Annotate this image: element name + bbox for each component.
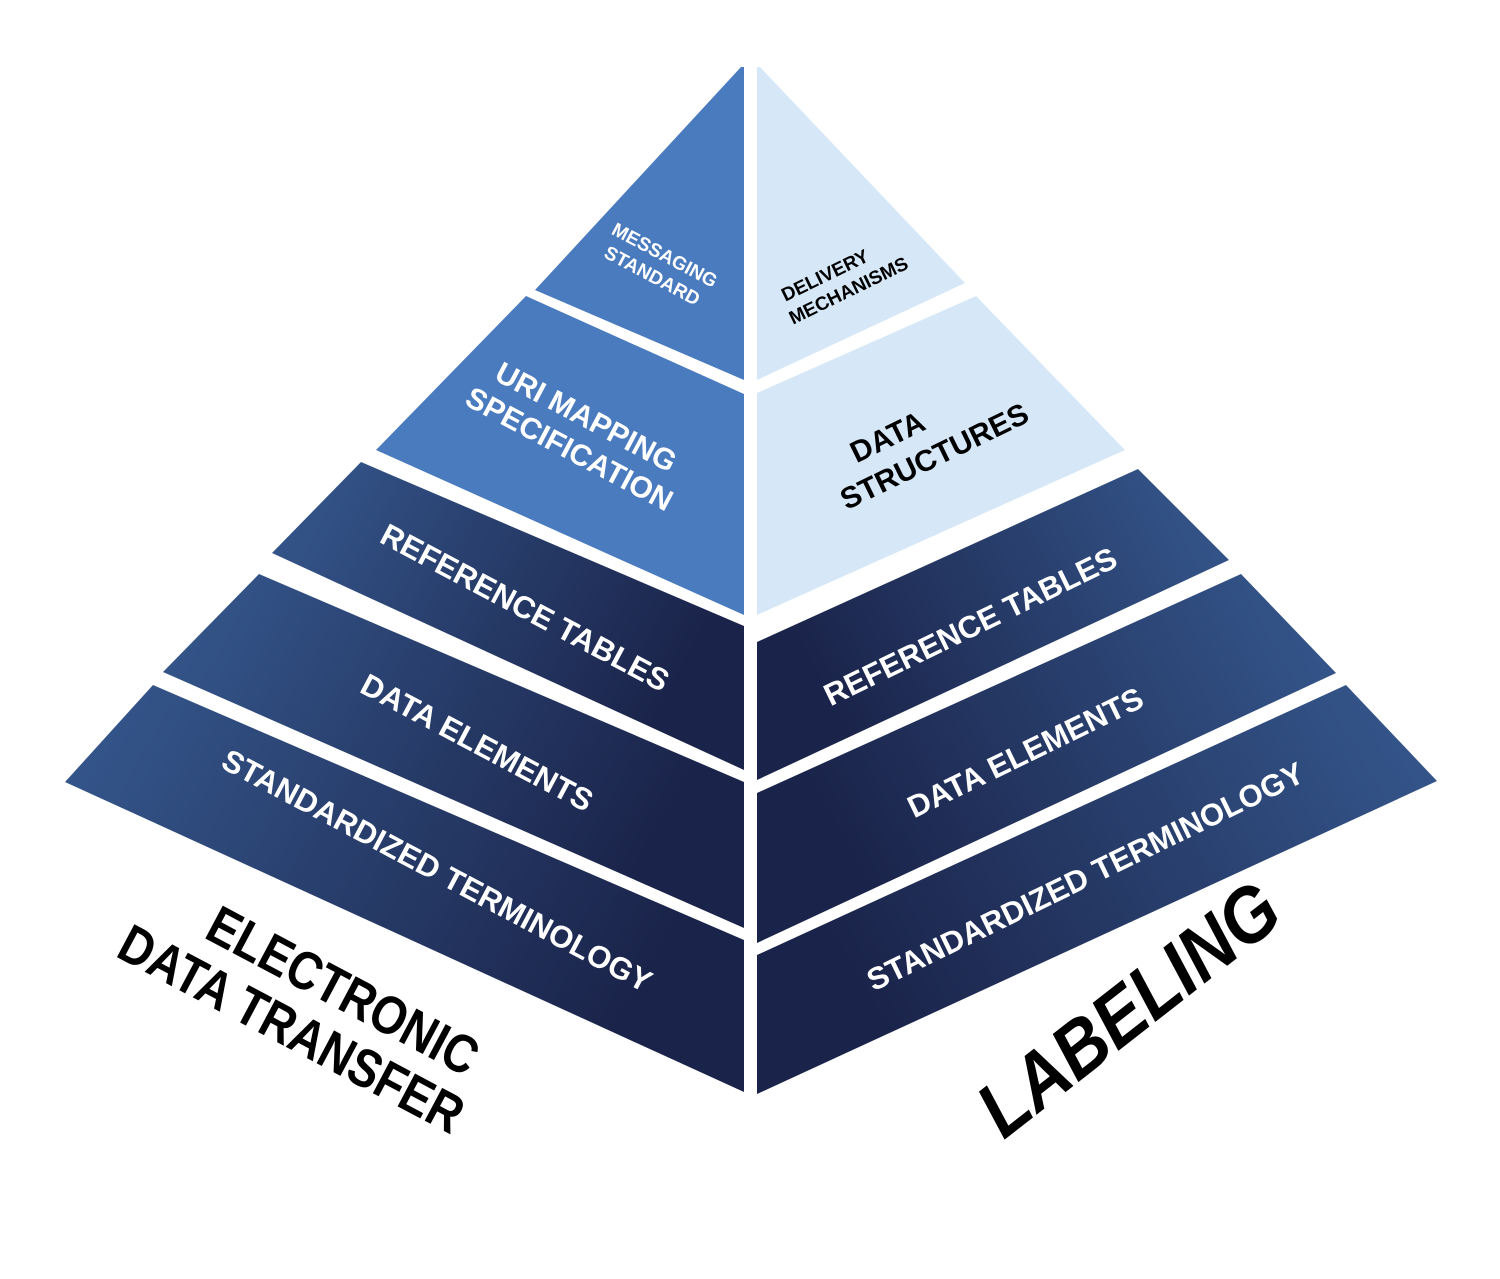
- left-face: MESSAGING STANDARD URI MAPPING SPECIFICA…: [65, 67, 744, 1145]
- right-face: DELIVERY MECHANISMS DATA STRUCTURES REFE…: [757, 67, 1437, 1154]
- left-tier-messaging-standard: MESSAGING STANDARD: [535, 67, 744, 380]
- right-tier-delivery-mechanisms: DELIVERY MECHANISMS: [757, 67, 965, 380]
- left-tier-uri-mapping: URI MAPPING SPECIFICATION: [376, 296, 744, 615]
- right-tier-data-structures: DATA STRUCTURES: [757, 296, 1125, 615]
